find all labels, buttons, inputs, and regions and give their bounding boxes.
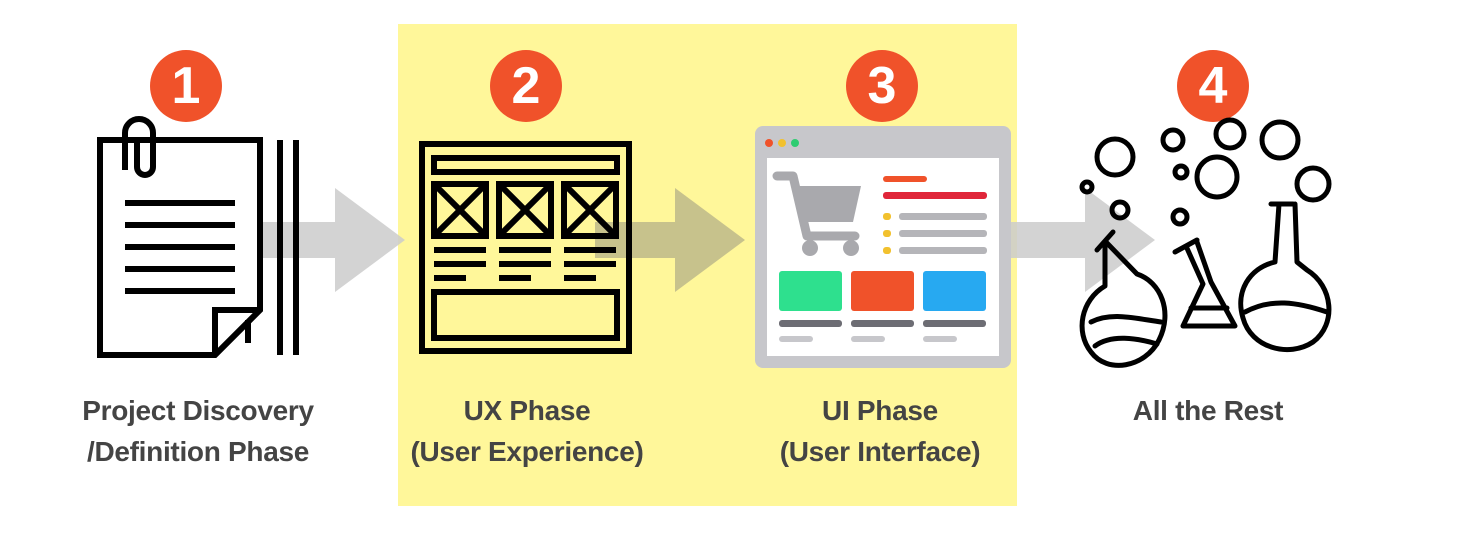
phase-3-label-line1: UI Phase bbox=[822, 395, 938, 426]
arrow-right-icon bbox=[255, 188, 405, 292]
document-icon bbox=[97, 116, 299, 358]
phase-3-label: UI Phase (User Interface) bbox=[730, 390, 1030, 472]
shop-ui-mockup-icon bbox=[755, 126, 1011, 368]
phase-1-label-line2: /Definition Phase bbox=[86, 436, 310, 467]
phase-1-label-line1: Project Discovery bbox=[82, 395, 314, 426]
phase-3-number-badge: 3 bbox=[846, 50, 918, 122]
phase-2-label-line2: (User Experience) bbox=[410, 436, 644, 467]
phase-3-label-line2: (User Interface) bbox=[779, 436, 981, 467]
phase-2-label: UX Phase (User Experience) bbox=[377, 390, 677, 472]
phase-1-number-badge: 1 bbox=[150, 50, 222, 122]
arrow-right-icon bbox=[1005, 188, 1155, 292]
phase-2-number-badge: 2 bbox=[490, 50, 562, 122]
phase-4-number-badge: 4 bbox=[1177, 50, 1249, 122]
phase-4-label-line1: All the Rest bbox=[1132, 395, 1284, 426]
phase-1-label: Project Discovery /Definition Phase bbox=[48, 390, 348, 472]
flasks-bubbles-icon bbox=[1079, 117, 1332, 368]
wireframe-icon bbox=[419, 141, 632, 354]
phase-4-label: All the Rest bbox=[1058, 390, 1358, 431]
phase-2-label-line1: UX Phase bbox=[463, 395, 591, 426]
arrow-right-icon bbox=[595, 188, 745, 292]
